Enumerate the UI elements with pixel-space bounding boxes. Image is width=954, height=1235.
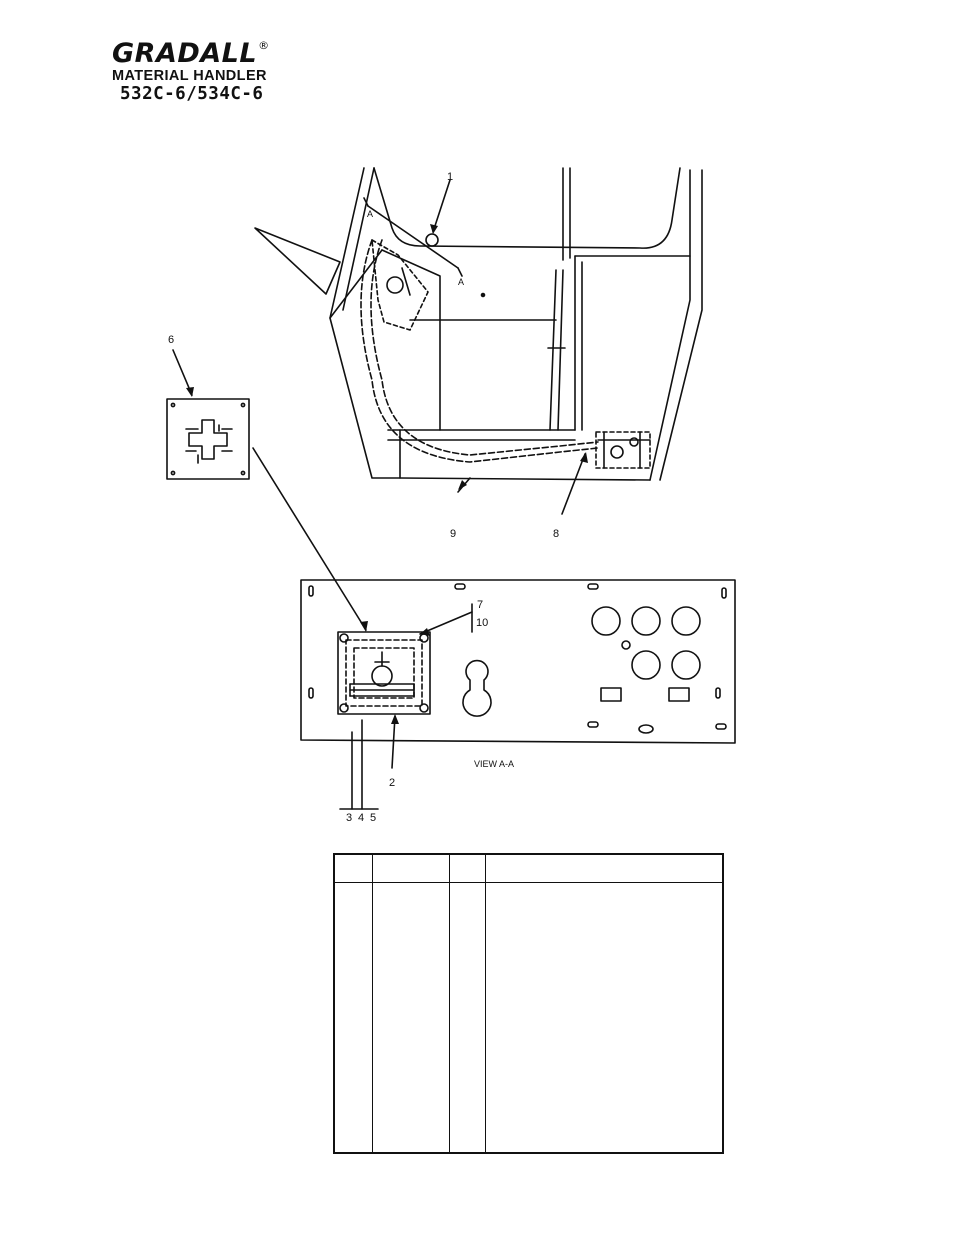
table-column-divider — [449, 855, 450, 1152]
view-a-a-panel — [300, 579, 736, 744]
document-header: GRADALL® MATERIAL HANDLER 532C-6/534C-6 — [112, 32, 270, 104]
callout-4: 4 — [358, 812, 364, 824]
callout-5: 5 — [370, 812, 376, 824]
brand-logo: GRADALL® — [112, 38, 270, 69]
model-number: 532C-6/534C-6 — [120, 84, 264, 104]
parts-list-table — [333, 853, 724, 1154]
table-column-divider — [485, 855, 486, 1152]
callout-1: 1 — [447, 171, 453, 183]
callout-2: 2 — [389, 777, 395, 789]
callout-3: 3 — [346, 812, 352, 824]
callout-8: 8 — [553, 528, 559, 540]
table-column-divider — [372, 855, 373, 1152]
callout-9: 9 — [450, 528, 456, 540]
control-pattern-decal — [166, 398, 250, 480]
view-label: VIEW A-A — [474, 759, 514, 769]
callout-7: 7 — [477, 599, 483, 611]
table-header-rule — [335, 882, 722, 883]
section-mark-a-left: A — [367, 209, 373, 219]
callout-6: 6 — [168, 334, 174, 346]
callout-10: 10 — [476, 617, 488, 629]
section-mark-a-right: A — [458, 277, 464, 287]
document-subtitle: MATERIAL HANDLER — [112, 68, 267, 84]
cab-illustration — [254, 167, 703, 481]
